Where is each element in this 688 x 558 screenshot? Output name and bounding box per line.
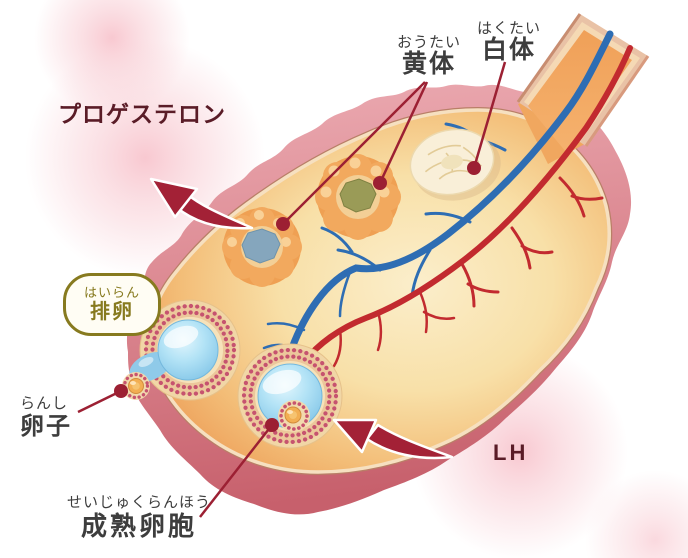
ovulating-follicle <box>122 299 241 401</box>
progesterone-arrow <box>149 177 254 230</box>
corpus-luteum-label: おうたい 黄体 <box>397 34 461 79</box>
ovum-kanji: 卵子 <box>20 412 72 440</box>
mature-follicle <box>237 343 343 449</box>
corpus-albicans-label: はくたい 白体 <box>477 20 541 65</box>
leader-corpus-albicans <box>467 61 507 175</box>
ovulation-kanji: 排卵 <box>90 300 134 323</box>
ovum-furigana: らんし <box>20 395 69 412</box>
leader-mature-follicle <box>199 418 279 518</box>
lh-label: LH <box>493 440 529 465</box>
ovulation-furigana: はいらん <box>83 285 140 301</box>
leader-lines <box>77 61 507 518</box>
progesterone-label: プロゲステロン <box>58 101 226 127</box>
corpus-luteum-furigana: おうたい <box>396 34 462 51</box>
corpus-albicans-kanji: 白体 <box>481 36 537 65</box>
mature-follicle-kanji: 成熟卵胞 <box>80 511 198 541</box>
corpus-albicans-furigana: はくたい <box>476 20 542 37</box>
leader-ovum <box>77 384 128 414</box>
leader-corpus-luteum <box>276 81 429 231</box>
ovum-label: らんし 卵子 <box>20 395 72 440</box>
lh-arrow <box>332 418 454 460</box>
mature-follicle-label: せいじゅくらんほう 成熟卵胞 <box>67 494 211 541</box>
corpus-luteum-kanji: 黄体 <box>401 50 457 79</box>
mature-follicle-furigana: せいじゅくらんほう <box>66 494 212 511</box>
mature-follicle-ovum <box>278 400 310 432</box>
released-ovum <box>122 372 150 400</box>
ovulation-badge: はいらん 排卵 <box>63 273 161 336</box>
